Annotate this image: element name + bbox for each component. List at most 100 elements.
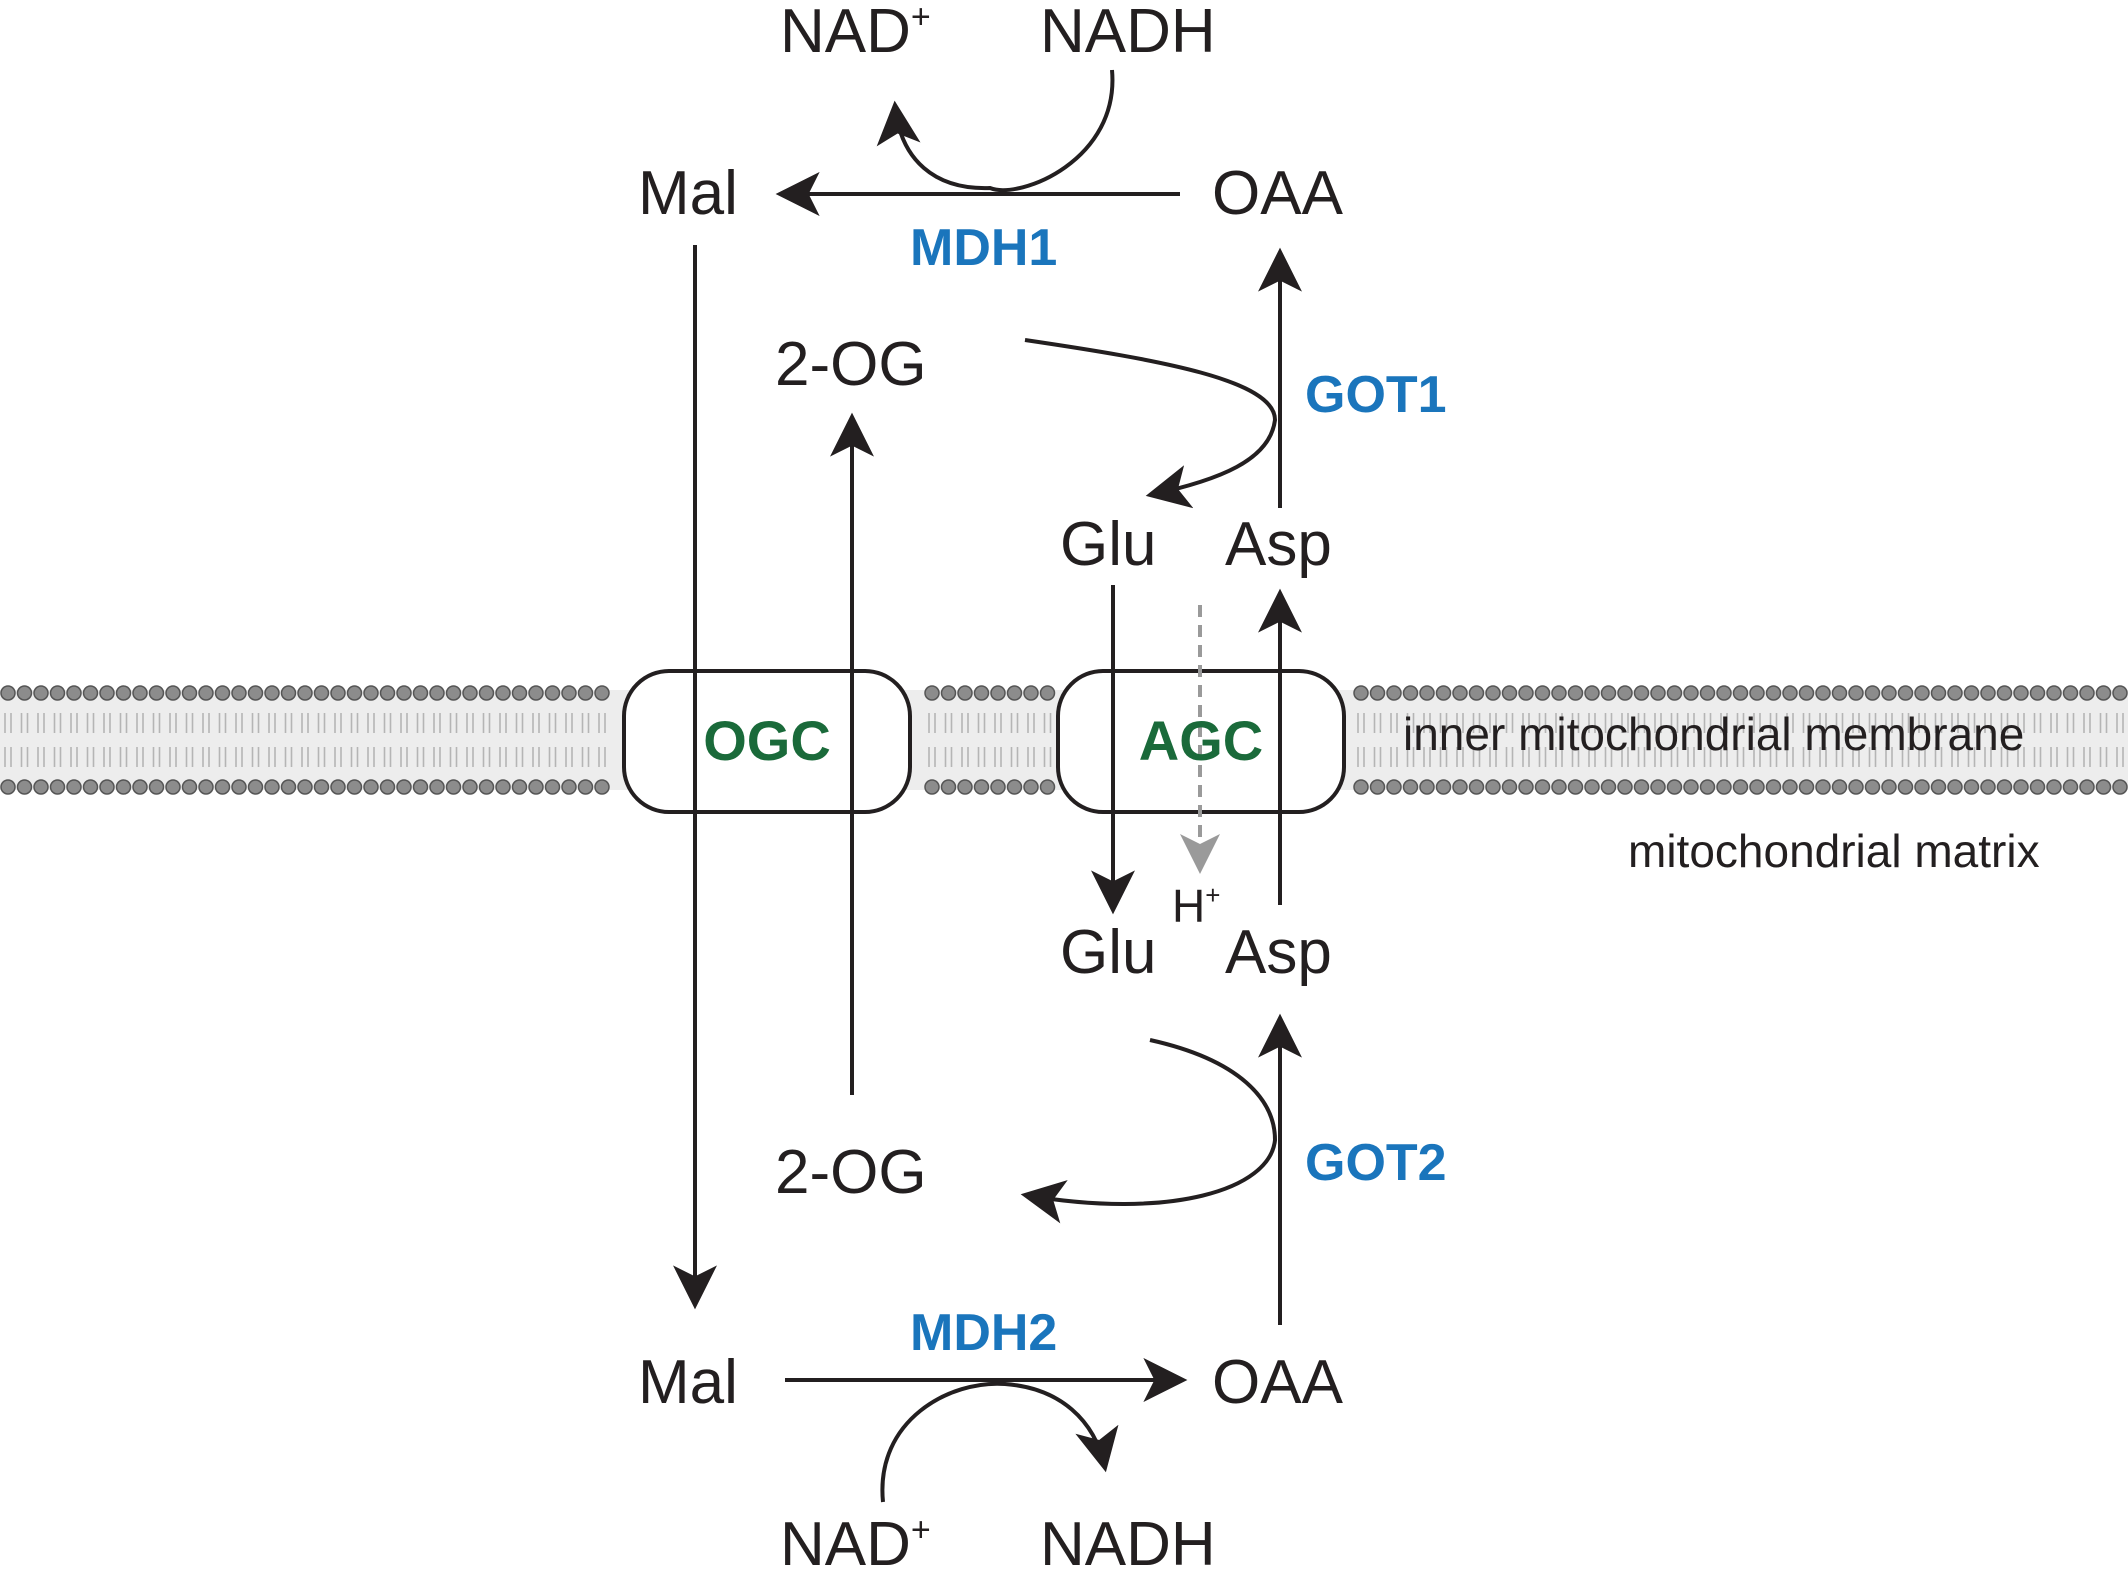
lipid-head <box>214 685 231 701</box>
lipid-head <box>445 779 462 795</box>
lipid-head <box>1567 779 1584 795</box>
lipid-tail <box>581 747 590 767</box>
lipid-tail <box>1819 747 1827 767</box>
lipid-tail <box>1901 713 1910 733</box>
lipid-tail <box>1538 713 1547 733</box>
lipid-tail <box>416 713 425 733</box>
lipid-head <box>1452 685 1468 701</box>
lipid-tail <box>2017 747 2025 767</box>
lipid-head <box>940 779 957 795</box>
lipid-head <box>511 779 528 795</box>
lipid-head <box>924 685 940 701</box>
lipid-tail <box>1043 713 1052 733</box>
lipid-head <box>1914 779 1930 795</box>
lipid-head <box>1798 779 1815 795</box>
lipid-head <box>1947 685 1963 701</box>
lipid-tail <box>1753 713 1761 733</box>
lipid-tail <box>1753 747 1761 767</box>
lipid-head <box>2062 685 2079 701</box>
lipid-head <box>1039 779 1056 795</box>
lipid-head <box>1386 779 1402 795</box>
lipid-tail <box>961 713 969 733</box>
got1-label: GOT1 <box>1305 366 1447 424</box>
lipid-head <box>429 685 445 701</box>
lipid-head <box>2079 779 2095 795</box>
lipid-head <box>132 685 148 701</box>
lipid-head <box>1006 779 1023 795</box>
lipid-head <box>198 779 214 795</box>
lipid-tail <box>532 713 540 733</box>
lipid-head <box>49 685 66 701</box>
lipid-tail <box>169 713 177 733</box>
lipid-tail <box>2033 713 2042 733</box>
nad-bottom-text: NAD <box>780 1510 911 1570</box>
lipid-head <box>1699 779 1716 795</box>
glutamate-matrix-label: Glu <box>1060 918 1156 987</box>
lipid-head <box>1435 685 1452 701</box>
lipid-head <box>1996 779 2013 795</box>
membrane-label: inner mitochondrial membrane <box>1403 708 2024 760</box>
lipid-head <box>528 779 544 795</box>
lipid-head <box>330 685 346 701</box>
lipid-head <box>1468 779 1485 795</box>
lipid-tail <box>136 713 144 733</box>
lipid-tail <box>4 713 12 733</box>
lipid-tail <box>944 713 953 733</box>
lipid-head <box>973 779 990 795</box>
lipid-tail <box>169 747 177 767</box>
lipid-head <box>1600 685 1617 701</box>
lipid-head <box>1468 685 1485 701</box>
lipid-tail <box>1984 713 1992 733</box>
lipid-tail <box>1720 713 1728 733</box>
lipid-head <box>1650 779 1666 795</box>
lipid-tail <box>1472 747 1481 767</box>
lipid-head <box>577 779 594 795</box>
lipid-tail <box>1406 747 1415 767</box>
lipid-head <box>1864 779 1881 795</box>
nad-bottom-sup: + <box>911 1511 931 1549</box>
got2-label: GOT2 <box>1305 1134 1447 1192</box>
lipid-head <box>1369 779 1386 795</box>
lipid-head <box>1947 779 1963 795</box>
lipid-head <box>1402 685 1419 701</box>
glutamate-cytosol-label: Glu <box>1060 510 1156 579</box>
lipid-tail <box>1687 747 1695 767</box>
lipid-tail <box>1967 713 1976 733</box>
lipid-head <box>1353 779 1369 795</box>
lipid-tail <box>1868 713 1877 733</box>
lipid-head <box>462 685 478 701</box>
lipid-tail <box>103 713 111 733</box>
lipid-tail <box>1010 747 1019 767</box>
oxaloacetate-matrix-label: OAA <box>1212 1348 1344 1417</box>
lipid-head <box>990 685 1006 701</box>
lipid-tail <box>70 747 78 767</box>
lipid-head <box>1881 685 1897 701</box>
lipid-tail <box>1043 747 1052 767</box>
lipid-head <box>82 779 99 795</box>
nad-top-sup: + <box>911 0 931 36</box>
lipid-tail <box>548 713 557 733</box>
lipid-tail <box>350 747 359 767</box>
lipid-head <box>2029 779 2046 795</box>
lipid-head <box>2079 685 2095 701</box>
lipid-head <box>1584 685 1600 701</box>
lipid-head <box>990 779 1006 795</box>
lipid-head <box>363 685 379 701</box>
lipid-tail <box>1027 747 1035 767</box>
lipid-tail <box>433 747 441 767</box>
lipid-tail <box>400 747 408 767</box>
lipid-head <box>1683 685 1699 701</box>
lipid-tail <box>1868 747 1877 767</box>
lipid-tail <box>2116 747 2124 767</box>
lipid-head <box>577 685 594 701</box>
lipid-head <box>1716 779 1732 795</box>
lipid-tail <box>1456 713 1464 733</box>
lipid-tail <box>1423 713 1431 733</box>
lipid-tail <box>152 747 161 767</box>
lipid-tail <box>1687 713 1695 733</box>
lipid-tail <box>2000 747 2009 767</box>
lipid-head <box>1567 685 1584 701</box>
lipid-head <box>1831 779 1848 795</box>
lipid-head <box>1897 685 1914 701</box>
